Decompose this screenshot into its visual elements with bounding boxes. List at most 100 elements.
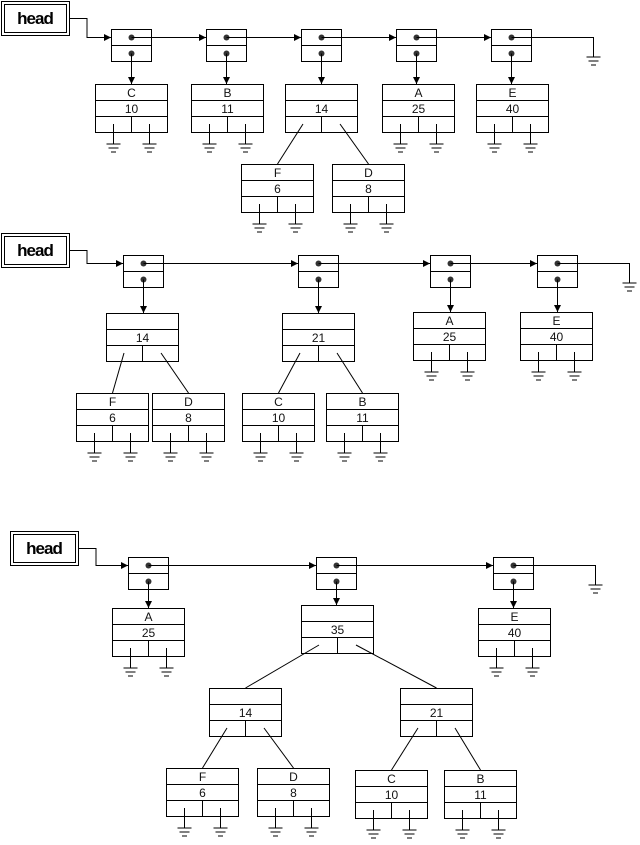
- list-node: [111, 29, 206, 84]
- arrowhead-icon: [389, 34, 396, 41]
- tree-node: B 11: [444, 727, 517, 839]
- tree-node-value: 14: [239, 706, 253, 720]
- arrowhead-icon: [423, 260, 430, 267]
- tree-node-value: 6: [199, 786, 206, 800]
- tree-edge: [202, 727, 228, 769]
- ground-null-icon: [87, 452, 102, 462]
- arrowhead-icon: [121, 562, 128, 569]
- tree-node-value: 40: [508, 626, 522, 640]
- tree-node: C10: [242, 352, 315, 462]
- ground-null-icon: [106, 143, 121, 153]
- tree-node-letter: E: [552, 314, 560, 328]
- tree-node-letter: B: [476, 772, 484, 786]
- tree-edge: [277, 123, 304, 165]
- arrowhead-icon: [486, 562, 493, 569]
- list-node: [316, 557, 493, 605]
- tree-node: 21: [355, 644, 473, 737]
- ground-null-icon: [429, 143, 444, 153]
- ground-null-icon: [253, 452, 268, 462]
- head-label: head: [26, 539, 62, 558]
- list-node: [537, 255, 637, 312]
- arrowhead-icon: [447, 305, 454, 312]
- tree-node-value: 6: [274, 182, 281, 196]
- tree-node-letter: F: [274, 166, 281, 180]
- head-pointer: head: [1, 233, 123, 268]
- tree-node-value: 40: [550, 330, 564, 344]
- head-connector: [79, 548, 128, 566]
- tree-node-value: 10: [385, 788, 399, 802]
- ground-null-icon: [402, 829, 417, 839]
- arrowhead-icon: [315, 306, 322, 313]
- tree-node: E40: [476, 84, 549, 153]
- list-node: [128, 557, 316, 608]
- tree-node-letter: E: [510, 610, 518, 624]
- ground-null-icon: [525, 667, 540, 677]
- tree-edge: [454, 727, 481, 771]
- tree-node: D8: [152, 352, 225, 462]
- arrowhead-icon: [291, 260, 298, 267]
- list-node: [430, 255, 537, 312]
- next-pointer-line: [511, 37, 594, 57]
- arrowhead-icon: [530, 260, 537, 267]
- head-connector: [70, 18, 111, 38]
- ground-null-icon: [523, 143, 538, 153]
- ground-null-icon: [163, 452, 178, 462]
- ground-null-icon: [159, 667, 174, 677]
- tree-node-value: 11: [356, 411, 369, 425]
- list-node: [301, 29, 396, 84]
- head-inner-border: [4, 236, 67, 265]
- ground-null-icon: [491, 829, 506, 839]
- tree-edge: [355, 644, 437, 689]
- head-pointer: head: [10, 531, 128, 569]
- ground-null-icon: [123, 667, 138, 677]
- tree-node-letter: A: [144, 610, 152, 624]
- tree-node-value: 8: [290, 786, 297, 800]
- tree-node-value: 21: [430, 706, 444, 720]
- ground-null-icon: [289, 452, 304, 462]
- tree-node-letter: D: [289, 770, 298, 784]
- ground-null-icon: [142, 143, 157, 153]
- ground-null-icon: [268, 827, 283, 837]
- ground-null-icon: [460, 371, 475, 381]
- tree-node-value: 14: [136, 331, 150, 345]
- tree-node-letter: A: [414, 86, 422, 100]
- tree-node: C10: [95, 84, 168, 153]
- ground-null-icon: [531, 371, 546, 381]
- ground-null-icon: [202, 143, 217, 153]
- tree-node-value: 14: [315, 102, 329, 116]
- tree-node-value: 11: [474, 788, 487, 802]
- ground-null-icon: [177, 827, 192, 837]
- tree-node: A25: [413, 312, 486, 381]
- tree-node-value: 21: [312, 331, 326, 345]
- ground-null-icon: [622, 282, 637, 292]
- tree-node-letter: B: [358, 395, 366, 409]
- list-node: [298, 255, 430, 313]
- tree-edge: [278, 352, 301, 394]
- tree-node-letter: D: [364, 166, 373, 180]
- tree-node-value: 25: [443, 330, 457, 344]
- arrowhead-icon: [199, 34, 206, 41]
- ground-null-icon: [238, 143, 253, 153]
- head-connector: [70, 250, 123, 264]
- arrowhead-icon: [318, 77, 325, 84]
- next-pointer-line: [513, 565, 596, 585]
- ground-null-icon: [288, 223, 303, 233]
- ground-null-icon: [487, 143, 502, 153]
- tree-node-value: 8: [365, 182, 372, 196]
- arrowhead-icon: [140, 306, 147, 313]
- ground-null-icon: [304, 827, 319, 837]
- ground-null-icon: [393, 143, 408, 153]
- arrowhead-icon: [309, 562, 316, 569]
- tree-node-value: 11: [221, 102, 234, 116]
- arrowhead-icon: [333, 598, 340, 605]
- tree-node-value: 6: [109, 411, 116, 425]
- ground-null-icon: [588, 584, 603, 594]
- ground-null-icon: [586, 56, 601, 66]
- ground-null-icon: [455, 829, 470, 839]
- arrowhead-icon: [116, 260, 123, 267]
- tree-node-letter: C: [127, 86, 136, 100]
- ground-null-icon: [424, 371, 439, 381]
